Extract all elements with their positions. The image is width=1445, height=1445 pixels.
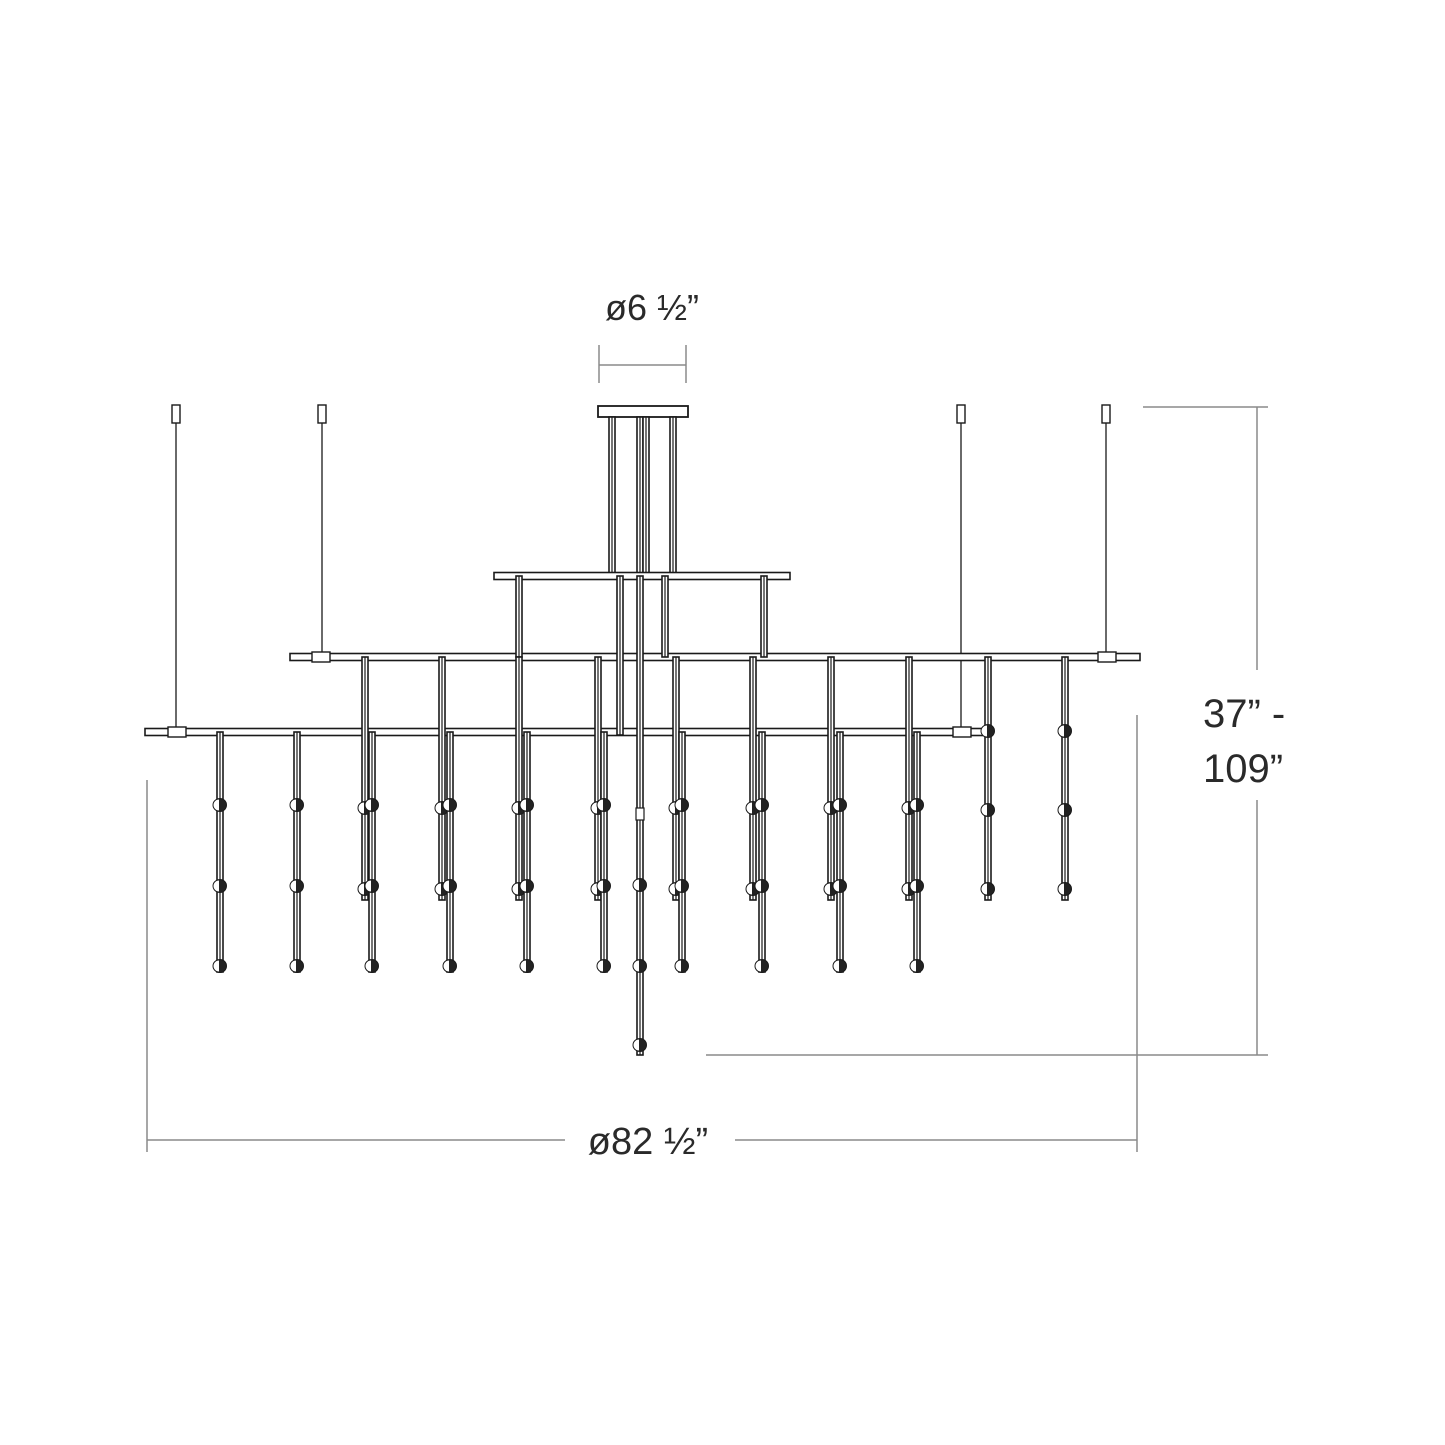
light-globe-highlight bbox=[754, 959, 762, 973]
light-globe-highlight bbox=[632, 1038, 640, 1052]
light-globe-highlight bbox=[754, 879, 762, 893]
light-globe-highlight bbox=[823, 882, 831, 896]
bar-connector bbox=[167, 726, 187, 738]
light-globe-highlight bbox=[1057, 882, 1065, 896]
light-globe-highlight bbox=[289, 798, 297, 812]
light-globe-highlight bbox=[596, 879, 604, 893]
ceiling-cap bbox=[956, 404, 966, 424]
light-globe-highlight bbox=[364, 879, 372, 893]
light-globe-highlight bbox=[357, 801, 365, 815]
chandelier-fixture bbox=[144, 404, 1141, 1056]
height-label-min: 37” - bbox=[1203, 692, 1285, 736]
light-globe-highlight bbox=[511, 882, 519, 896]
light-globe-highlight bbox=[909, 959, 917, 973]
bottom-bar bbox=[144, 727, 986, 737]
light-globe-highlight bbox=[357, 882, 365, 896]
overall-diameter-label: ø82 ½” bbox=[588, 1121, 708, 1163]
light-globe-highlight bbox=[442, 959, 450, 973]
light-globe-highlight bbox=[668, 801, 676, 815]
light-globe-highlight bbox=[289, 879, 297, 893]
light-globe-highlight bbox=[980, 724, 988, 738]
width-dimension bbox=[146, 715, 1138, 1152]
light-globe-highlight bbox=[519, 959, 527, 973]
light-globe-highlight bbox=[832, 798, 840, 812]
canopy-dimension bbox=[598, 345, 687, 383]
canopy-diameter-label: ø6 ½” bbox=[605, 287, 699, 328]
light-globe-highlight bbox=[511, 801, 519, 815]
light-globe-highlight bbox=[980, 882, 988, 896]
light-globe-highlight bbox=[519, 798, 527, 812]
light-globe-highlight bbox=[980, 803, 988, 817]
bar-connector bbox=[1097, 651, 1117, 663]
light-globe-highlight bbox=[668, 882, 676, 896]
light-globe-highlight bbox=[364, 798, 372, 812]
light-globe-highlight bbox=[823, 801, 831, 815]
ceiling-cap bbox=[317, 404, 327, 424]
light-globe-highlight bbox=[442, 879, 450, 893]
light-globe-highlight bbox=[754, 798, 762, 812]
light-globe-highlight bbox=[901, 882, 909, 896]
canopy bbox=[597, 405, 689, 418]
height-dimension bbox=[706, 406, 1268, 1056]
light-globe-highlight bbox=[434, 801, 442, 815]
light-globe-highlight bbox=[674, 959, 682, 973]
light-globe-highlight bbox=[364, 959, 372, 973]
middle-bar bbox=[289, 652, 1141, 662]
light-globe-highlight bbox=[832, 879, 840, 893]
light-globe-highlight bbox=[909, 798, 917, 812]
ceiling-cap bbox=[1101, 404, 1111, 424]
light-globe-highlight bbox=[745, 801, 753, 815]
light-globe-highlight bbox=[434, 882, 442, 896]
light-globe-highlight bbox=[212, 959, 220, 973]
light-globe-highlight bbox=[1057, 803, 1065, 817]
bar-connector bbox=[311, 651, 331, 663]
light-globe-highlight bbox=[674, 879, 682, 893]
ceiling-cap bbox=[171, 404, 181, 424]
light-globe-highlight bbox=[590, 882, 598, 896]
height-label-max: 109” bbox=[1203, 747, 1283, 791]
light-globe-highlight bbox=[909, 879, 917, 893]
light-globe-highlight bbox=[674, 798, 682, 812]
light-globe-highlight bbox=[832, 959, 840, 973]
light-globe-highlight bbox=[901, 801, 909, 815]
light-globe-highlight bbox=[519, 879, 527, 893]
light-globe-highlight bbox=[212, 798, 220, 812]
light-globe-highlight bbox=[289, 959, 297, 973]
light-globe-highlight bbox=[212, 879, 220, 893]
light-globe-highlight bbox=[745, 882, 753, 896]
light-globe-highlight bbox=[596, 798, 604, 812]
light-globe-highlight bbox=[632, 959, 640, 973]
light-globe-highlight bbox=[1057, 724, 1065, 738]
center-connector bbox=[635, 807, 645, 821]
light-globe-highlight bbox=[590, 801, 598, 815]
light-globe-highlight bbox=[596, 959, 604, 973]
bar-connector bbox=[952, 726, 972, 738]
light-globe-highlight bbox=[632, 878, 640, 892]
light-globe-highlight bbox=[442, 798, 450, 812]
